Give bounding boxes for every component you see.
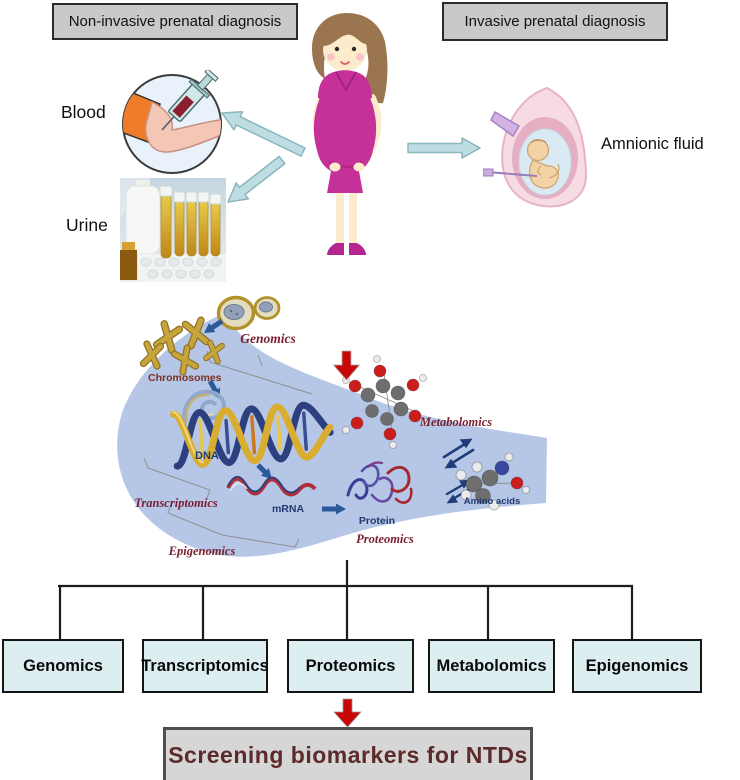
woman-eye-right [351,46,357,52]
woman-hand-right [353,162,365,172]
arrow-mrna-to-protein [322,503,346,515]
amber-bottle-cap [122,242,135,251]
woman-blush-left [327,53,335,61]
amnio-needle-icon [492,171,538,177]
chromosomes-label: Chromosomes [148,372,222,384]
blood-draw-illustration [122,70,222,174]
amniocentesis-illustration [483,86,588,208]
omics-box-metabolomics: Metabolomics [428,639,555,693]
woman-sleeve-left [318,74,333,102]
omics-box-transcriptomics: Transcriptomics [141,639,269,693]
omics-box-proteomics: Proteomics [287,639,414,693]
omics-box-genomics: Genomics [2,639,124,693]
red-down-arrow-bottom [333,698,362,728]
amber-bottle [120,250,137,280]
woman-dress-vneck [335,71,357,92]
arm-shape [144,100,221,153]
urine-label: Urine [66,215,108,235]
noninvasive-header-label: Non-invasive prenatal diagnosis [68,13,282,30]
metabolite-molecule-illustration [342,355,429,449]
conclusion-label: Screening biomarkers for NTDs [168,741,528,768]
protein-illustration [346,461,413,504]
metabolomics-diagram-label: Metabolomics [419,415,492,429]
amino-acids-label: Amino acids [464,496,521,507]
woman-hair-fringe [323,18,371,46]
arrow-cells-to-chromosomes [204,318,224,333]
chromosomes-illustration [139,316,225,376]
woman-shoe-right [349,243,366,255]
woman-sleeve-right [357,74,372,102]
woman-leg-left [336,193,344,243]
genomics-diagram-label: Genomics [240,331,296,346]
noninvasive-header-box: Non-invasive prenatal diagnosis [52,3,298,40]
arrow-dna-to-mrna [256,463,272,479]
omics-box-epigenomics: Epigenomics [572,639,702,693]
amniotic-fluid-label: Amnionic fluid [601,135,704,153]
tree-connector-lines [58,560,634,640]
proteomics-diagram-label: Proteomics [356,532,414,546]
syringe-icon [161,70,219,131]
multiomics-illustration: Chromosomes DNA [117,295,547,558]
omics-box-genomics-label: Genomics [23,656,103,675]
mrna-illustration [226,475,317,497]
epigenomics-diagram-label: Epigenomics [168,544,236,558]
conclusion-box: Screening biomarkers for NTDs [163,727,533,780]
woman-eye-left [334,46,340,52]
mrna-label: mRNA [272,503,305,515]
woman-leg-right [349,193,357,243]
omics-box-proteomics-label: Proteomics [305,656,396,675]
invasive-header-box: Invasive prenatal diagnosis [442,2,668,41]
transcriptomics-diagram-label: Transcriptomics [134,496,218,510]
urine-samples-illustration [120,178,226,282]
pregnant-woman-illustration [312,13,388,255]
omics-box-transcriptomics-label: Transcriptomics [141,656,269,675]
amino-acid-molecule-illustration [455,452,530,511]
woman-shoe-left [327,243,344,255]
bottle-neck [136,180,150,190]
rack-holes [140,257,222,279]
equilibrium-arrows-metabolomics [442,438,475,469]
invasive-header-label: Invasive prenatal diagnosis [464,13,646,30]
ultrasound-probe-icon [490,110,521,138]
omics-box-metabolomics-label: Metabolomics [436,656,547,675]
needle-hub [483,168,494,177]
blood-label: Blood [61,102,106,122]
dna-helix-illustration [170,401,334,470]
arrow-to-amniotic-fluid [407,137,481,159]
woman-smile [340,61,350,65]
woman-blush-right [356,53,364,61]
cells-illustration [216,295,281,331]
urine-tubes [159,185,222,259]
dna-label: DNA [195,450,219,462]
omics-box-epigenomics-label: Epigenomics [585,656,689,675]
protein-label: Protein [359,515,395,527]
woman-hand-left [329,162,341,172]
